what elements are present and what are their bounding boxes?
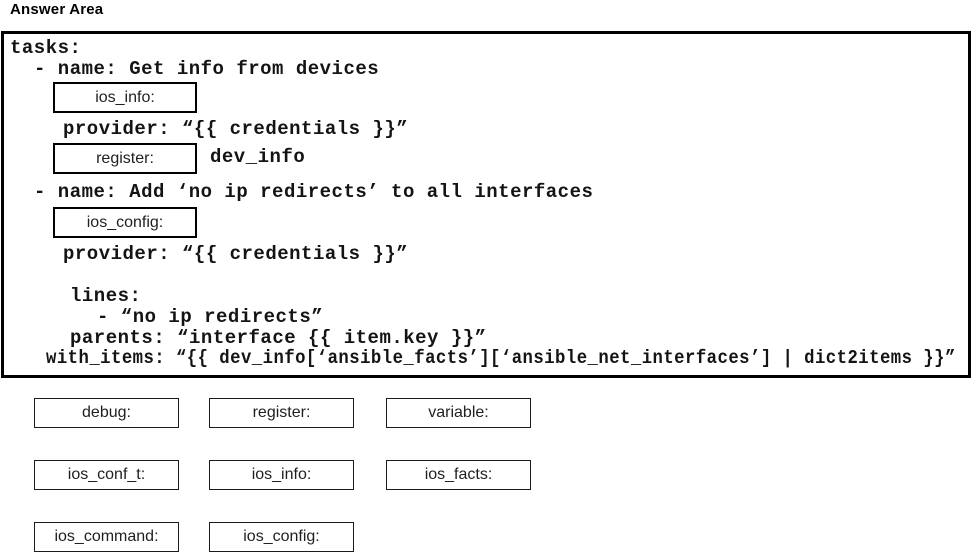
code-register-value: dev_info [210, 146, 306, 168]
code-line-provider-2: provider: “{{ credentials }}” [63, 243, 409, 265]
option-ios-facts[interactable]: ios_facts: [386, 460, 531, 490]
option-ios-command[interactable]: ios_command: [34, 522, 179, 552]
option-debug[interactable]: debug: [34, 398, 179, 428]
option-ios-config[interactable]: ios_config: [209, 522, 354, 552]
code-line-with-items: with_items: “{{ dev_info[‘ansible_facts’… [46, 347, 956, 369]
code-line-lines-key: lines: [70, 285, 142, 307]
option-label: ios_conf_t: [67, 466, 146, 483]
slot-label: ios_config: [86, 213, 164, 231]
code-line-lines-item: - “no ip redirects” [97, 306, 324, 328]
option-label: ios_facts: [424, 466, 493, 483]
option-label: ios_config: [243, 528, 320, 545]
slot-label: ios_info: [95, 88, 155, 106]
option-ios-info[interactable]: ios_info: [209, 460, 354, 490]
slot-label: register: [96, 149, 154, 167]
option-label: register: [252, 404, 311, 421]
code-line-tasks: tasks: [10, 37, 82, 59]
option-register[interactable]: register: [209, 398, 354, 428]
code-line-provider-1: provider: “{{ credentials }}” [63, 118, 409, 140]
code-line-parents: parents: “interface {{ item.key }}” [70, 327, 487, 349]
option-label: debug: [82, 404, 131, 421]
option-label: ios_info: [251, 466, 312, 483]
page-title: Answer Area [10, 1, 104, 18]
code-line-task1-name: - name: Get info from devices [34, 58, 380, 80]
option-variable[interactable]: variable: [386, 398, 531, 428]
code-line-task2-name: - name: Add ‘no ip redirects’ to all int… [34, 181, 594, 203]
slot-module-ios-config[interactable]: ios_config: [53, 207, 197, 238]
option-ios-conf-t[interactable]: ios_conf_t: [34, 460, 179, 490]
slot-module-ios-info[interactable]: ios_info: [53, 82, 197, 113]
slot-register[interactable]: register: [53, 143, 197, 174]
option-label: variable: [428, 404, 489, 421]
option-label: ios_command: [54, 528, 159, 545]
